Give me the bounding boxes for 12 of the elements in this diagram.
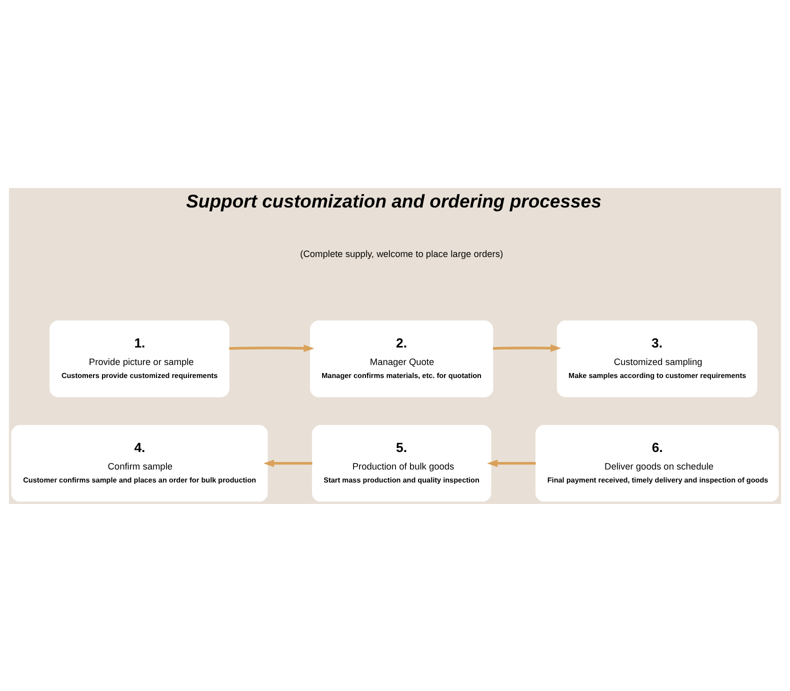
arrow [229, 344, 314, 352]
node-box: 6. Deliver goods on schedule Final payment received, timely delivery and inspection of goods [535, 424, 779, 502]
node-box: 2. Manager Quote Manager confirms materials, etc. for quotation [310, 320, 494, 397]
arrow [492, 344, 562, 352]
node-box: 4. Confirm sample Customer confirms sample and places an order for bulk production [11, 424, 268, 502]
diagram-title: Support customization and ordering processes [186, 190, 602, 211]
node-box: 1. Provide picture or sample Customers provide customized requirements [50, 320, 230, 397]
node-box: 3. Customized sampling Make samples according to customer requirements [556, 320, 758, 397]
arrow [487, 459, 536, 467]
arrow [264, 459, 312, 467]
label: (Complete supply, welcome to place large orders) [300, 248, 504, 258]
node-box: 5. Production of bulk goods Start mass production and quality inspection [312, 424, 492, 502]
